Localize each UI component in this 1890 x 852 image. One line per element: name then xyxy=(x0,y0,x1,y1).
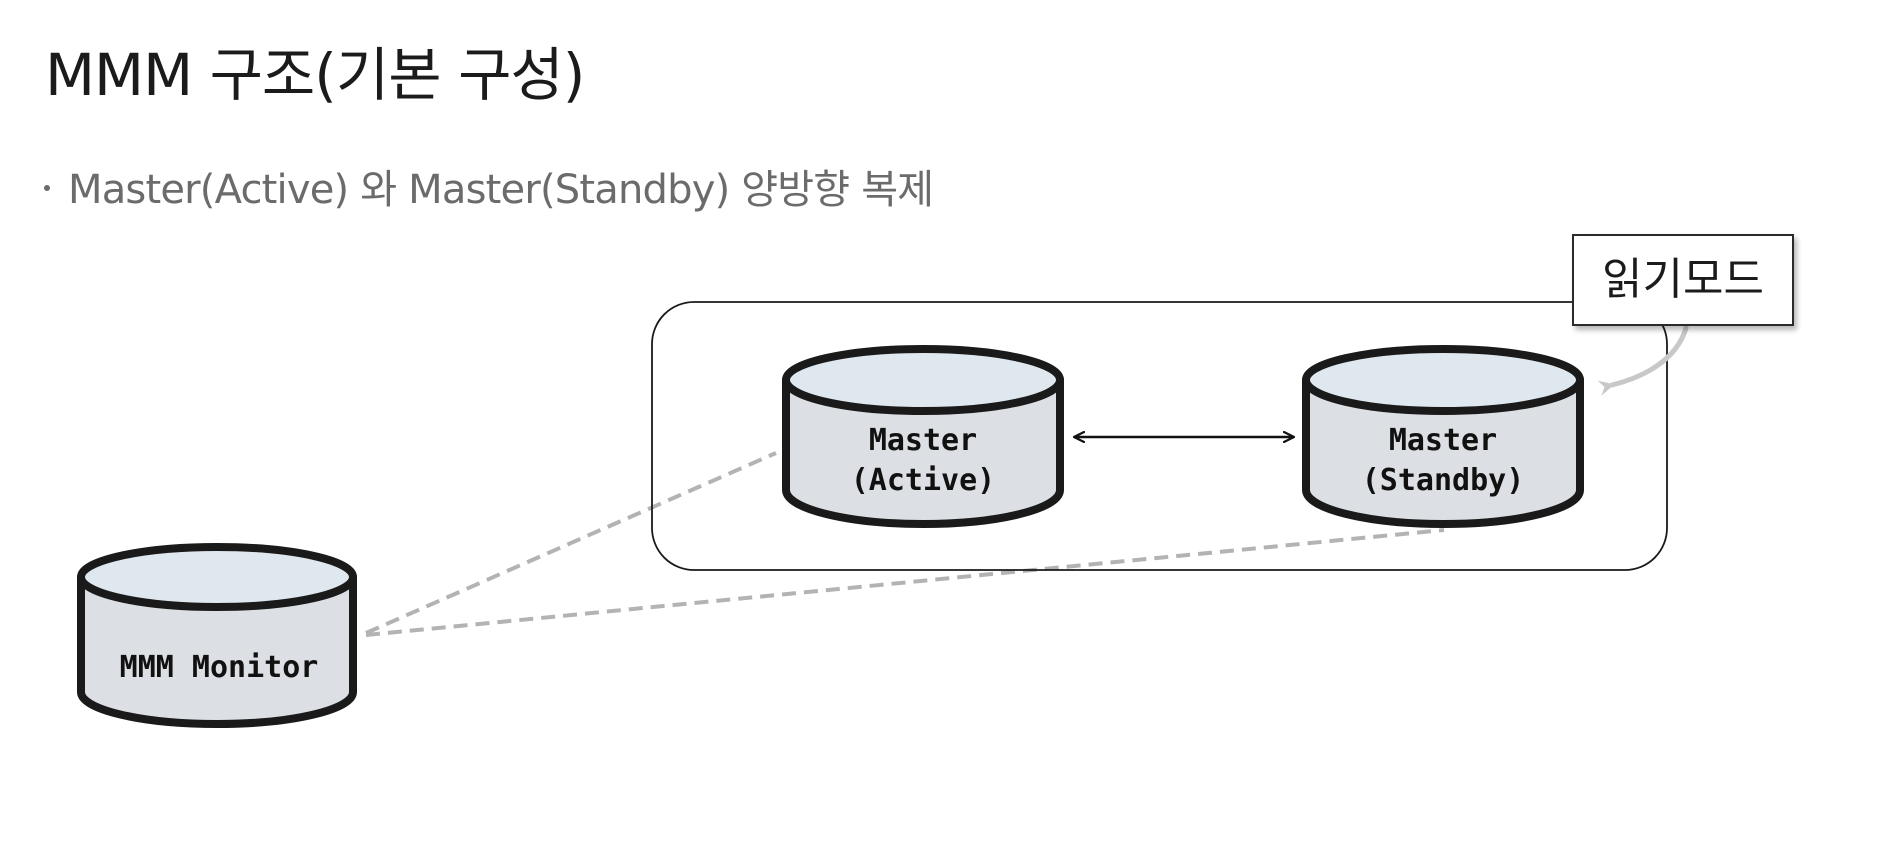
bullet-dot-icon xyxy=(44,185,50,191)
monitor-to-standby-line xyxy=(365,528,1445,637)
standby-label-line1: Master xyxy=(1389,423,1497,458)
mmm-monitor-db[interactable]: MMM Monitor xyxy=(77,543,357,728)
database-icon xyxy=(782,376,1064,528)
monitor-to-active-line xyxy=(365,451,777,635)
bullet-text: Master(Active) 와 Master(Standby) 양방향 복제 xyxy=(68,167,934,213)
read-mode-callout: 읽기모드 xyxy=(1572,234,1794,326)
standby-label-line2: (Standby) xyxy=(1362,463,1525,498)
cylinder-top xyxy=(1302,345,1584,415)
active-label-line1: Master xyxy=(869,423,977,458)
master-standby-db[interactable]: Master (Standby) xyxy=(1302,345,1584,528)
master-group-container xyxy=(651,301,1668,571)
cylinder-top xyxy=(782,345,1064,415)
cylinder-top xyxy=(77,543,357,611)
active-label-line2: (Active) xyxy=(851,463,996,498)
database-icon xyxy=(77,573,357,728)
callout-label: 읽기모드 xyxy=(1602,254,1764,305)
master-active-db[interactable]: Master (Active) xyxy=(782,345,1064,528)
page-title: MMM 구조(기본 구성) xyxy=(45,41,585,109)
database-icon xyxy=(1302,376,1584,528)
callout-pointer-arrow xyxy=(1597,325,1689,396)
monitor-label: MMM Monitor xyxy=(120,650,319,685)
bullet-point: Master(Active) 와 Master(Standby) 양방향 복제 xyxy=(44,167,934,213)
